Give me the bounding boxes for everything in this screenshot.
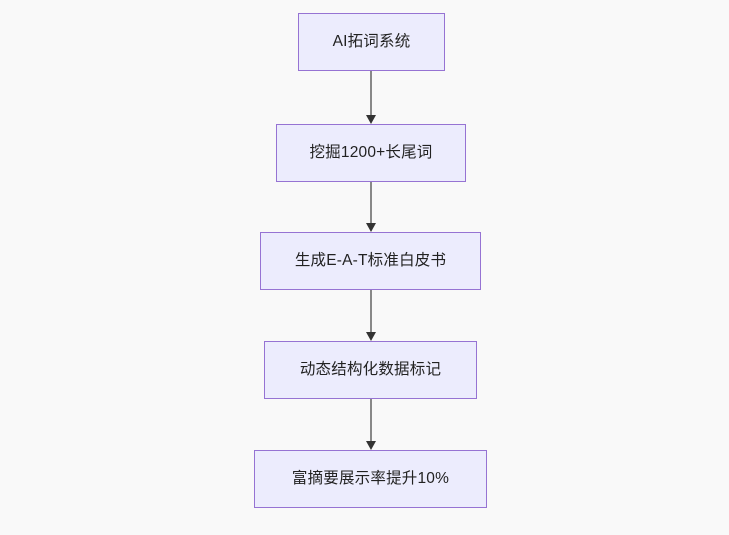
flow-node-label: 富摘要展示率提升10% <box>291 469 450 487</box>
connector-line <box>370 399 372 441</box>
flow-node-label: 动态结构化数据标记 <box>299 360 442 378</box>
flow-node-label: 生成E-A-T标准白皮书 <box>294 251 447 269</box>
arrow-head-icon <box>366 441 376 450</box>
arrow-head-icon <box>366 223 376 232</box>
flow-node-dynamic-structured-data-markup[interactable]: 动态结构化数据标记 <box>264 341 477 399</box>
flow-node-mine-longtail-keywords[interactable]: 挖掘1200+长尾词 <box>276 124 466 182</box>
connector-line <box>370 182 372 223</box>
connector-line <box>370 290 372 332</box>
flow-node-ai-keyword-system[interactable]: AI拓词系统 <box>298 13 445 71</box>
flow-node-label: 挖掘1200+长尾词 <box>309 143 433 161</box>
arrow-head-icon <box>366 332 376 341</box>
arrow-head-icon <box>366 115 376 124</box>
flow-node-rich-snippet-rate-increase[interactable]: 富摘要展示率提升10% <box>254 450 487 508</box>
connector-line <box>370 71 372 115</box>
flow-node-generate-eat-whitepaper[interactable]: 生成E-A-T标准白皮书 <box>260 232 481 290</box>
flow-node-label: AI拓词系统 <box>332 32 411 50</box>
